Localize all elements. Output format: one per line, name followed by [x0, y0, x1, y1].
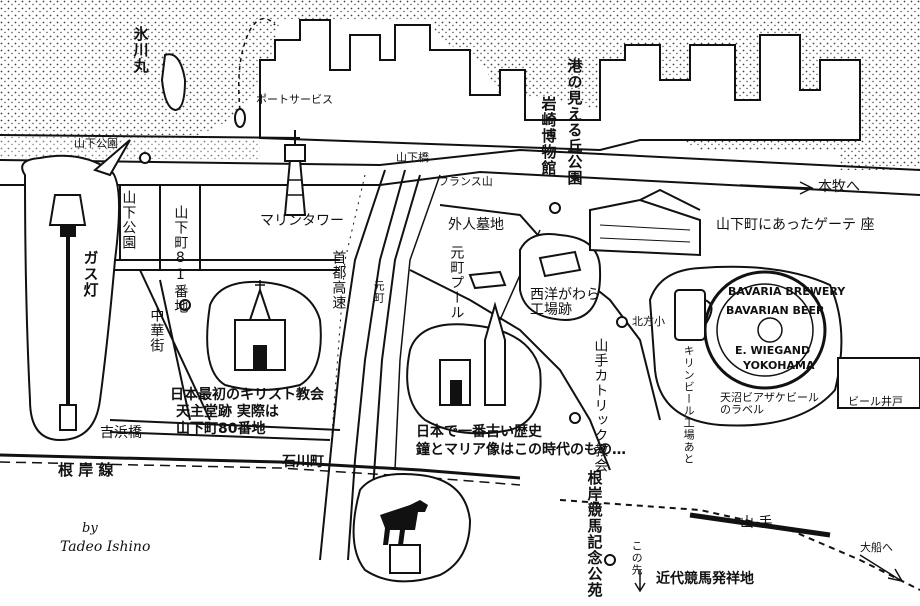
label-marine-tower: マリンタワー — [260, 213, 344, 229]
label-kitagata-school: 北方小 — [632, 315, 665, 328]
label-to-honmoku: 本牧へ — [818, 179, 860, 195]
label-oldest-history-1: 日本で一番古い歴史 — [416, 424, 542, 440]
label-kirin: キリンビール工場あと — [682, 345, 696, 465]
marker-kitagata — [616, 316, 628, 328]
label-oldest-history-2: 鐘とマリア像はこの時代のもの… — [416, 442, 626, 458]
label-church-caption-1: 日本最初のキリスト教会 — [170, 387, 324, 403]
label-yamate-line: 山 手 — [740, 515, 773, 531]
marine-tower — [283, 130, 307, 216]
beer-label-top-arc: BAVARIA BREWERY — [728, 285, 846, 298]
beer-label-middle: BAVARIAN BEER — [726, 304, 825, 317]
port-service-route — [238, 17, 276, 111]
marker-iwasaki — [549, 202, 561, 214]
label-tile-factory: 西洋がわら工場跡 — [530, 287, 600, 319]
label-yamashita-bridge: 山下橋 — [396, 151, 429, 164]
river — [329, 174, 366, 461]
horse-statue-drawing — [380, 500, 428, 574]
marker-racecourse — [604, 554, 616, 566]
label-beer-well: ビール井戸 — [848, 395, 903, 408]
arrow-honmoku — [739, 181, 814, 195]
label-church-caption-2: 天主堂跡 実際は — [176, 404, 279, 420]
label-yamashita-park-top: 山下公園 — [74, 137, 118, 150]
label-chinatown: 中華街 — [148, 308, 165, 353]
label-church-caption-3: 山下町80番地 — [176, 421, 266, 437]
label-racecourse: 根岸競馬記念公苑 — [585, 470, 604, 598]
marker-yamashita-park — [139, 152, 151, 164]
gas-lamp-drawing — [48, 194, 87, 431]
signature-name: Tadeo Ishino — [60, 539, 151, 555]
road-yamashita-main-2 — [0, 170, 920, 196]
label-hikawamaru: 氷川丸 — [131, 26, 150, 74]
marker-81 — [179, 299, 191, 311]
beer-mug — [674, 289, 706, 341]
label-yamashita-park-side: 山下公園 — [120, 190, 137, 250]
port-service-boat — [234, 108, 246, 128]
label-motomachi: 元町 — [372, 280, 386, 304]
label-motomachi-pool: 元町プール — [448, 245, 465, 320]
gas-lamp-bubble — [21, 154, 120, 442]
label-amanuma: 天沼ビアザケビールのラベル — [720, 391, 819, 417]
yamate-catholic-drawing — [439, 301, 506, 406]
label-konosaki: この先 — [630, 540, 644, 576]
label-yamashitacho81: 山下町81番地 — [172, 205, 189, 314]
label-gas-lamp: ガス灯 — [81, 250, 100, 298]
beer-label-maker: E. WIEGAND — [735, 344, 811, 357]
label-yoshihama-bridge: 吉浜橋 — [100, 425, 142, 441]
tile-factory-bubble — [519, 233, 602, 322]
label-yamate-catholic: 山手カトリック教会 — [592, 338, 609, 473]
label-iwasaki-museum: 岩崎博物館 — [539, 96, 558, 176]
label-harbor-view-park: 港の見える丘公園 — [565, 58, 584, 186]
yamashita-church-drawing — [234, 280, 286, 371]
skyline — [259, 19, 861, 152]
label-to-ofuna: 大船へ — [860, 541, 893, 554]
expressway — [319, 169, 386, 561]
arrow-ofuna — [859, 554, 904, 583]
beer-well-box — [837, 357, 920, 409]
hikawamaru-ship — [160, 53, 187, 112]
label-foreign-cemetery: 外人墓地 — [448, 217, 504, 233]
label-modern-horse-racing: 近代競馬発祥地 — [656, 571, 754, 587]
marker-catholic — [569, 412, 581, 424]
label-ishikawacho: 石川町 — [282, 454, 324, 470]
label-port-service: ポートサービス — [256, 93, 333, 106]
signature-by: by — [82, 521, 98, 536]
road-yamashita-main — [0, 148, 920, 171]
label-goethe-theater: 山下町にあったゲーテ 座 — [716, 217, 875, 233]
arrow-konosaki — [634, 570, 646, 593]
negishi-railway — [0, 453, 521, 480]
label-french-hill: フランス山 — [438, 175, 493, 188]
beer-label-city: YOKOHAMA — [743, 359, 815, 372]
label-expressway: 首都高速 — [330, 250, 347, 310]
label-negishi-line: 根 岸 線 — [58, 461, 114, 479]
yamate-catholic-bubble — [406, 323, 542, 435]
promenade — [0, 135, 260, 160]
